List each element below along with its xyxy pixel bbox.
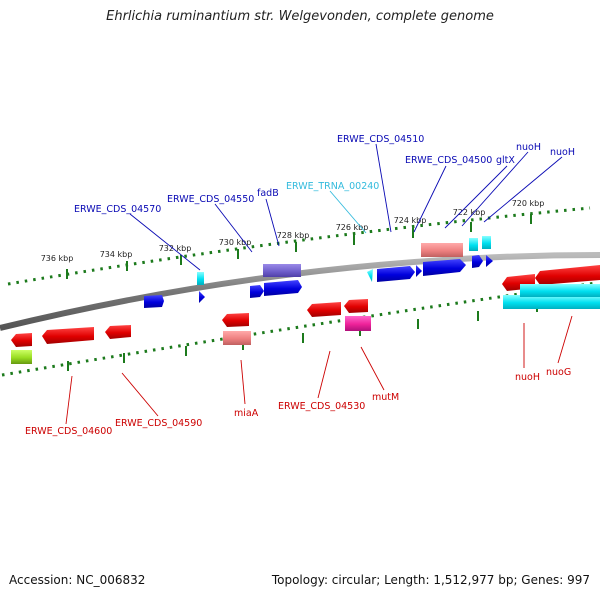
tick-label: 724 kbp	[394, 216, 427, 225]
tick-label: 732 kbp	[159, 244, 192, 253]
gene-label[interactable]: ERWE_CDS_04530	[278, 401, 365, 412]
tick-label: 736 kbp	[41, 254, 74, 263]
tick-label: 734 kbp	[100, 250, 133, 259]
tick-label: 720 kbp	[512, 199, 545, 208]
gene-feature[interactable]	[11, 350, 32, 364]
gene-label[interactable]: fadB	[257, 188, 279, 199]
gene-label[interactable]: nuoG	[546, 367, 571, 378]
forward-genes	[144, 236, 493, 308]
gene-feature[interactable]	[42, 327, 94, 344]
gene-feature[interactable]	[105, 325, 131, 339]
gene-label[interactable]: ERWE_CDS_04510	[337, 134, 424, 145]
genome-summary-text: Topology: circular; Length: 1,512,977 bp…	[271, 573, 590, 587]
gene-feature[interactable]	[307, 302, 341, 317]
gene-feature[interactable]	[469, 238, 478, 251]
gene-feature[interactable]	[144, 295, 164, 308]
gene-feature[interactable]	[250, 285, 264, 298]
gene-feature[interactable]	[482, 236, 491, 249]
gene-feature[interactable]	[367, 269, 373, 282]
forward-leader-lines	[129, 143, 563, 271]
tick-group: 726 kbp	[336, 223, 369, 245]
gene-feature[interactable]	[197, 272, 204, 285]
tick-group: 720 kbp	[512, 199, 545, 224]
reverse-genes	[11, 265, 600, 364]
gene-label[interactable]: nuoH	[516, 142, 541, 153]
forward-gene-labels: ERWE_CDS_04570 ERWE_CDS_04550 fadB ERWE_…	[74, 134, 575, 215]
gene-feature[interactable]	[345, 316, 371, 331]
gene-feature[interactable]	[416, 265, 422, 277]
tick-label: 728 kbp	[277, 231, 310, 240]
tick-group: 728 kbp	[277, 231, 310, 252]
gene-feature[interactable]	[535, 265, 600, 285]
gene-feature[interactable]	[377, 266, 415, 282]
gene-feature[interactable]	[263, 264, 301, 277]
gene-feature[interactable]	[486, 255, 493, 267]
gene-feature[interactable]	[423, 259, 466, 276]
tick-label: 726 kbp	[336, 223, 369, 232]
tick-group: 734 kbp	[100, 250, 133, 271]
gene-label[interactable]: miaA	[234, 408, 259, 419]
tick-group: 730 kbp	[219, 238, 252, 259]
gene-label[interactable]: mutM	[372, 392, 399, 403]
tick-group: 722 kbp	[453, 208, 486, 232]
gene-label[interactable]: ERWE_TRNA_00240	[286, 181, 379, 192]
tick-group: 724 kbp	[394, 216, 427, 238]
tick-label: 722 kbp	[453, 208, 486, 217]
gene-feature[interactable]	[264, 280, 302, 296]
reverse-major-ticks	[67, 302, 538, 371]
gene-label[interactable]: nuoH	[550, 147, 575, 158]
tick-label: 730 kbp	[219, 238, 252, 247]
gene-label[interactable]: ERWE_CDS_04570	[74, 204, 161, 215]
gene-label[interactable]: gltX	[496, 155, 515, 166]
gene-feature[interactable]	[421, 243, 463, 257]
gene-label[interactable]: ERWE_CDS_04550	[167, 194, 254, 205]
gene-feature[interactable]	[472, 255, 483, 268]
gene-feature[interactable]	[223, 331, 251, 345]
gene-feature[interactable]	[222, 313, 249, 327]
gene-label[interactable]: nuoH	[515, 372, 540, 383]
reverse-leader-lines	[65, 315, 573, 425]
gene-label[interactable]: ERWE_CDS_04590	[115, 418, 202, 429]
gene-feature[interactable]	[199, 291, 205, 303]
gene-label[interactable]: ERWE_CDS_04500	[405, 155, 492, 166]
page-title: Ehrlichia ruminantium str. Welgevonden, …	[106, 9, 494, 24]
gene-feature[interactable]	[11, 333, 32, 347]
reverse-gene-labels: ERWE_CDS_04600 ERWE_CDS_04590 miaA ERWE_…	[25, 367, 571, 437]
gene-feature[interactable]	[344, 299, 368, 313]
gene-feature[interactable]	[503, 295, 600, 309]
gene-label[interactable]: ERWE_CDS_04600	[25, 426, 112, 437]
accession-text: Accession: NC_006832	[9, 573, 146, 587]
tick-group: 736 kbp	[41, 254, 74, 279]
tick-group: 732 kbp	[159, 244, 192, 265]
gene-feature[interactable]	[520, 284, 600, 297]
